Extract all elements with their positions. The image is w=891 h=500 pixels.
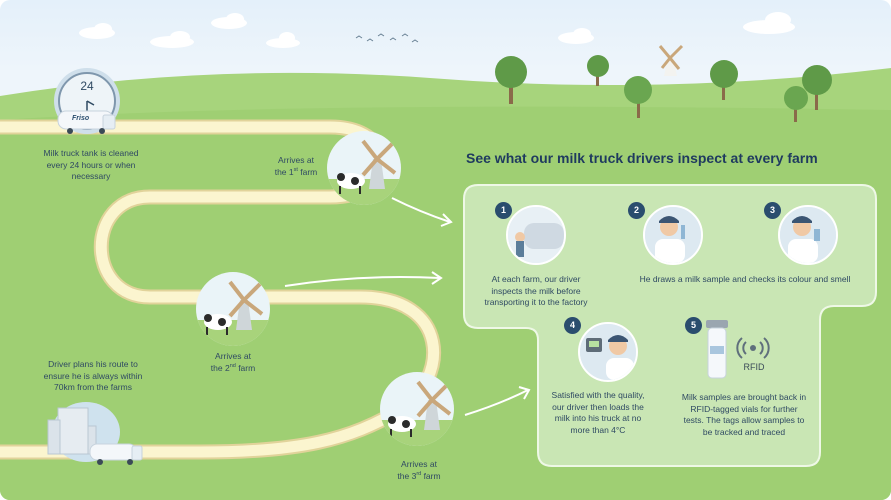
birds — [355, 33, 419, 43]
truck-icon — [89, 443, 137, 461]
farm-3-caption: Arrives at the 3rd farm — [397, 459, 441, 481]
step-5-text: Milk samples are brought back in RFID-ta… — [681, 392, 807, 437]
step-2-photo — [643, 205, 703, 265]
step-4-photo — [578, 322, 638, 382]
step-4-number: 4 — [564, 317, 581, 334]
info-panel — [463, 184, 877, 467]
truck-brand-logo: Friso — [72, 115, 90, 122]
clock-number: 24 — [80, 79, 94, 93]
factory-icon — [57, 407, 89, 455]
rfid-signal-icon — [736, 337, 770, 359]
step-1-photo — [506, 205, 566, 265]
step-3-photo — [778, 205, 838, 265]
background-windmill — [658, 44, 684, 76]
step-4-text: Satisfied with the quality, our driver t… — [551, 390, 645, 435]
trees — [495, 55, 832, 122]
farm-1-caption: Arrives at the 1st farm — [274, 155, 318, 177]
farm-2-caption: Arrives at the 2nd farm — [210, 351, 256, 373]
step-1-number: 1 — [495, 202, 512, 219]
direction-arrows — [284, 197, 531, 416]
step-3-number: 3 — [764, 202, 781, 219]
step-1-text: At each farm, our driver inspects the mi… — [484, 274, 588, 307]
clouds — [79, 12, 795, 48]
factory-truck-illustration — [44, 398, 144, 468]
step-2-text: He draws a milk sample and checks its co… — [639, 274, 851, 284]
tank-cleaning-caption: Milk truck tank is cleaned every 24 hour… — [43, 148, 139, 181]
farm-3-illustration — [380, 372, 454, 446]
rfid-label: RFID — [743, 362, 765, 372]
step-2-number: 2 — [628, 202, 645, 219]
step-5-number: 5 — [685, 317, 702, 334]
route-planning-caption: Driver plans his route to ensure he is a… — [43, 359, 143, 392]
farm-1-illustration — [327, 131, 401, 205]
clock-truck-illustration: 24 Friso — [50, 67, 125, 142]
farm-2-illustration — [196, 272, 270, 346]
panel-heading: See what our milk truck drivers inspect … — [466, 150, 818, 166]
step-5-rfid-vial: RFID — [702, 320, 778, 382]
